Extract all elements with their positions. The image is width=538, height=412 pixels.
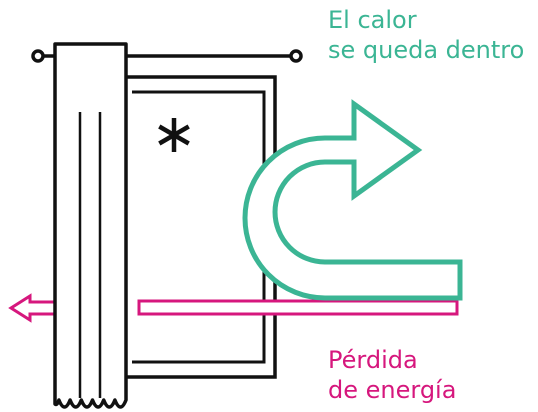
curved-arrow-icon [242, 99, 463, 301]
energy-loss-line1: Pérdida [328, 346, 418, 374]
heat-stays-inside-label: El calor se queda dentro [328, 5, 524, 65]
curtain-rod-right-end [289, 49, 303, 63]
energy-loss-line2: de energía [328, 376, 457, 404]
energy-loss-bar [137, 299, 459, 316]
energy-loss-arrow [8, 293, 459, 323]
arrow-left-icon [8, 293, 58, 323]
curtain [53, 42, 128, 409]
snowflake-icon [158, 118, 190, 152]
curtain-panel [53, 42, 128, 409]
energy-loss-label: Pérdida de energía [328, 345, 456, 405]
curtain-folds [78, 112, 102, 398]
heat-stays-inside-line2: se queda dentro [328, 36, 525, 64]
heat-stays-inside-line1: El calor [328, 6, 417, 34]
curtain-rod-left-end [31, 49, 45, 63]
